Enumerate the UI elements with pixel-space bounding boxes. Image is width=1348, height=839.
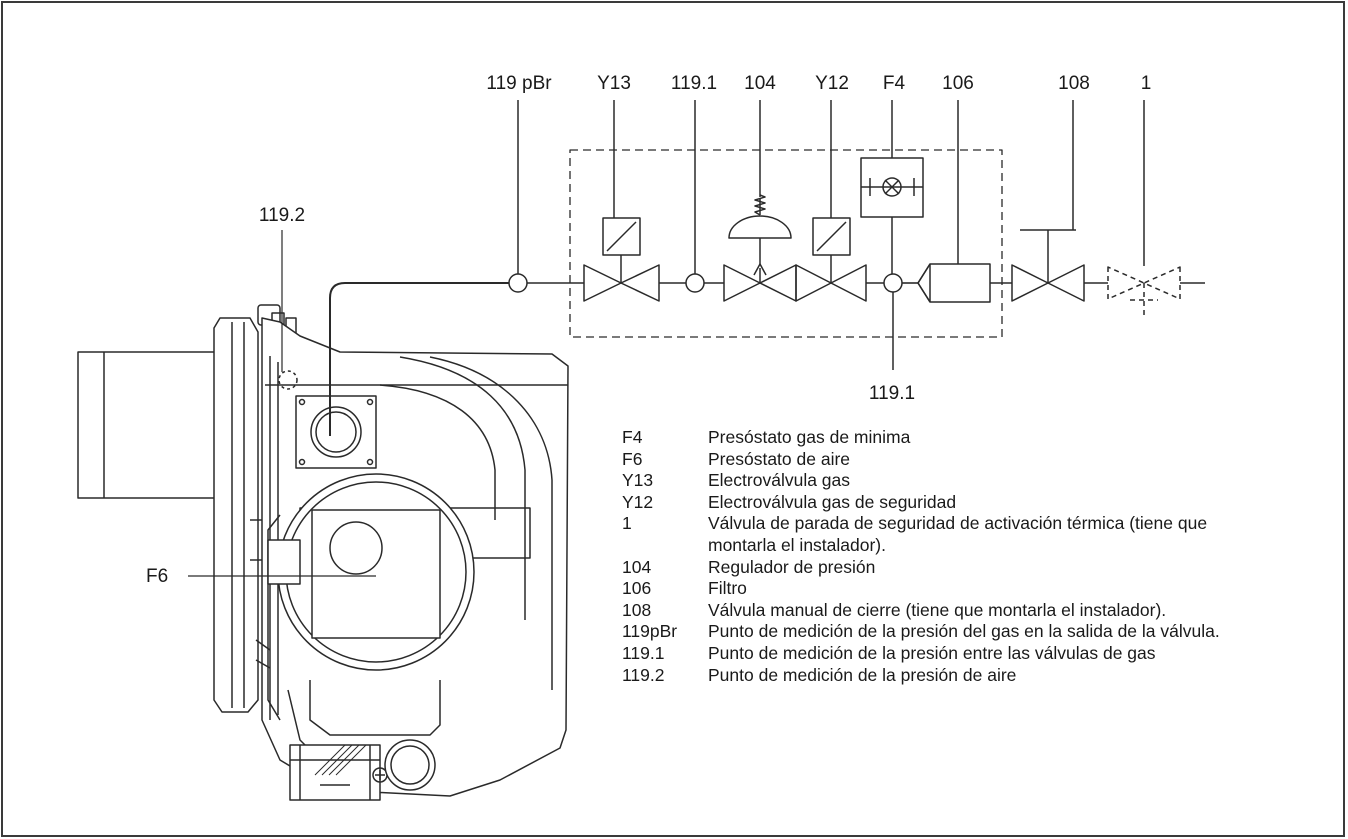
label-y12: Y12 (815, 73, 849, 94)
gas-supply-pipe (329, 282, 509, 436)
legend-description: Electroválvula gas de seguridad (708, 491, 957, 512)
measuring-point-119-pbr (508, 273, 528, 293)
legend-row: F4 Presóstato gas de minima (622, 427, 1248, 449)
legend-description: Punto de medición de la presión del gas … (708, 621, 1220, 642)
pressure-regulator-104 (723, 100, 797, 302)
legend-code: F4 (622, 427, 643, 447)
valve-y13 (583, 100, 660, 302)
legend-description: Presóstato de aire (708, 448, 851, 469)
gas-connection-plate (295, 395, 377, 469)
gas-valve-unit-outline (569, 149, 1003, 338)
legend-code: 104 (622, 556, 652, 577)
legend-code: 119.1 (622, 642, 665, 663)
label-119-2: 119.2 (258, 205, 306, 226)
legend-row: Y12 Electroválvula gas de seguridad (622, 492, 1248, 514)
mounting-flange (213, 317, 259, 713)
label-119-pbr: 119 pBr (486, 73, 552, 94)
legend-code: 108 (622, 599, 652, 620)
legend-code: 119pBr (622, 621, 678, 642)
legend-description: Válvula manual de cierre (tiene que mont… (708, 599, 1167, 620)
legend-code: 106 (622, 578, 652, 599)
legend-row: 106 Filtro (622, 578, 1248, 600)
cable-gland (384, 739, 436, 791)
label-f4: F4 (882, 73, 906, 94)
air-pressure-point-119-2 (278, 370, 298, 390)
label-104: 104 (744, 73, 776, 94)
legend-row: 1 Válvula de parada de seguridad de activ… (622, 513, 1248, 556)
label-119-1-lower: 119.1 (868, 383, 916, 404)
legend-row: 119.2 Punto de medición de la presión de … (622, 665, 1248, 687)
legend-description: Filtro (708, 578, 747, 599)
legend-description: Electroválvula gas (708, 470, 851, 491)
label-108: 108 (1058, 73, 1090, 94)
legend-row: 104 Regulador de presión (622, 557, 1248, 579)
measuring-point-119-1 (685, 273, 705, 293)
legend-description: Regulador de presión (708, 556, 876, 577)
thermal-safety-valve-1 (1107, 100, 1181, 318)
legend-code: 119.2 (622, 664, 665, 685)
pressure-switch-f4 (860, 100, 924, 274)
legend-row: 119.1 Punto de medición de la presión ent… (622, 643, 1248, 665)
label-1: 1 (1140, 73, 1152, 94)
legend-row: Y13 Electroválvula gas (622, 470, 1248, 492)
label-f6: F6 (146, 566, 169, 587)
measuring-point-119-1-lower (883, 273, 903, 293)
legend-code: 1 (622, 513, 632, 534)
manual-valve-108 (1011, 100, 1085, 302)
blast-tube (77, 351, 234, 499)
legend-description: Punto de medición de la presión entre la… (708, 642, 1156, 663)
legend-description: Válvula de parada de seguridad de activa… (708, 513, 1208, 555)
label-119-1: 119.1 (670, 73, 718, 94)
burner-drawing (77, 304, 569, 801)
label-106: 106 (942, 73, 974, 94)
legend-description: Punto de medición de la presión de aire (708, 664, 1017, 685)
filter-106 (917, 100, 991, 303)
legend-description: Presóstato gas de minima (708, 427, 911, 447)
legend-row: 108 Válvula manual de cierre (tiene que m… (622, 600, 1248, 622)
valve-y12 (795, 100, 867, 302)
legend-row: F6 Presóstato de aire (622, 449, 1248, 471)
label-y13: Y13 (597, 73, 631, 94)
legend-code: Y12 (622, 491, 654, 512)
legend-code: Y13 (622, 470, 654, 491)
legend-row: 119pBr Punto de medición de la presión de… (622, 621, 1248, 643)
legend-code: F6 (622, 448, 643, 469)
air-pressure-switch-body (311, 509, 441, 639)
base-mount (289, 744, 381, 801)
